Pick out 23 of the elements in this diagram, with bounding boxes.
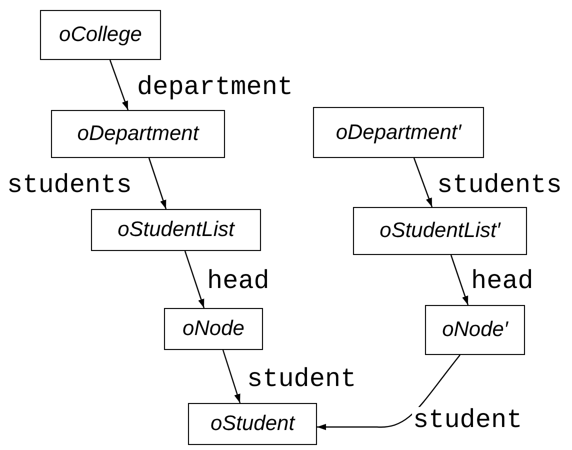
object-box bbox=[353, 207, 527, 255]
object-box bbox=[164, 308, 263, 350]
object-box bbox=[51, 110, 225, 158]
object-box bbox=[425, 305, 525, 355]
object-name: oCollege bbox=[59, 23, 142, 47]
object-name: oDepartment′ bbox=[336, 120, 462, 144]
object-box bbox=[188, 403, 317, 445]
object-name: oStudentList bbox=[118, 218, 234, 242]
arrow bbox=[317, 354, 460, 430]
arrow bbox=[450, 254, 469, 306]
object-box bbox=[91, 209, 261, 251]
arrow bbox=[222, 350, 241, 404]
object-name: oNode bbox=[182, 317, 244, 341]
object-name: oDepartment bbox=[77, 122, 199, 146]
object-name: oNode′ bbox=[442, 318, 508, 342]
arrow bbox=[184, 250, 205, 308]
object-name: oStudentList′ bbox=[380, 219, 500, 243]
object-box bbox=[40, 10, 161, 60]
arrow bbox=[413, 158, 433, 208]
arrow bbox=[148, 158, 167, 210]
object-name: oStudent bbox=[210, 412, 295, 436]
object-box bbox=[313, 107, 484, 158]
arrow bbox=[109, 60, 129, 110]
